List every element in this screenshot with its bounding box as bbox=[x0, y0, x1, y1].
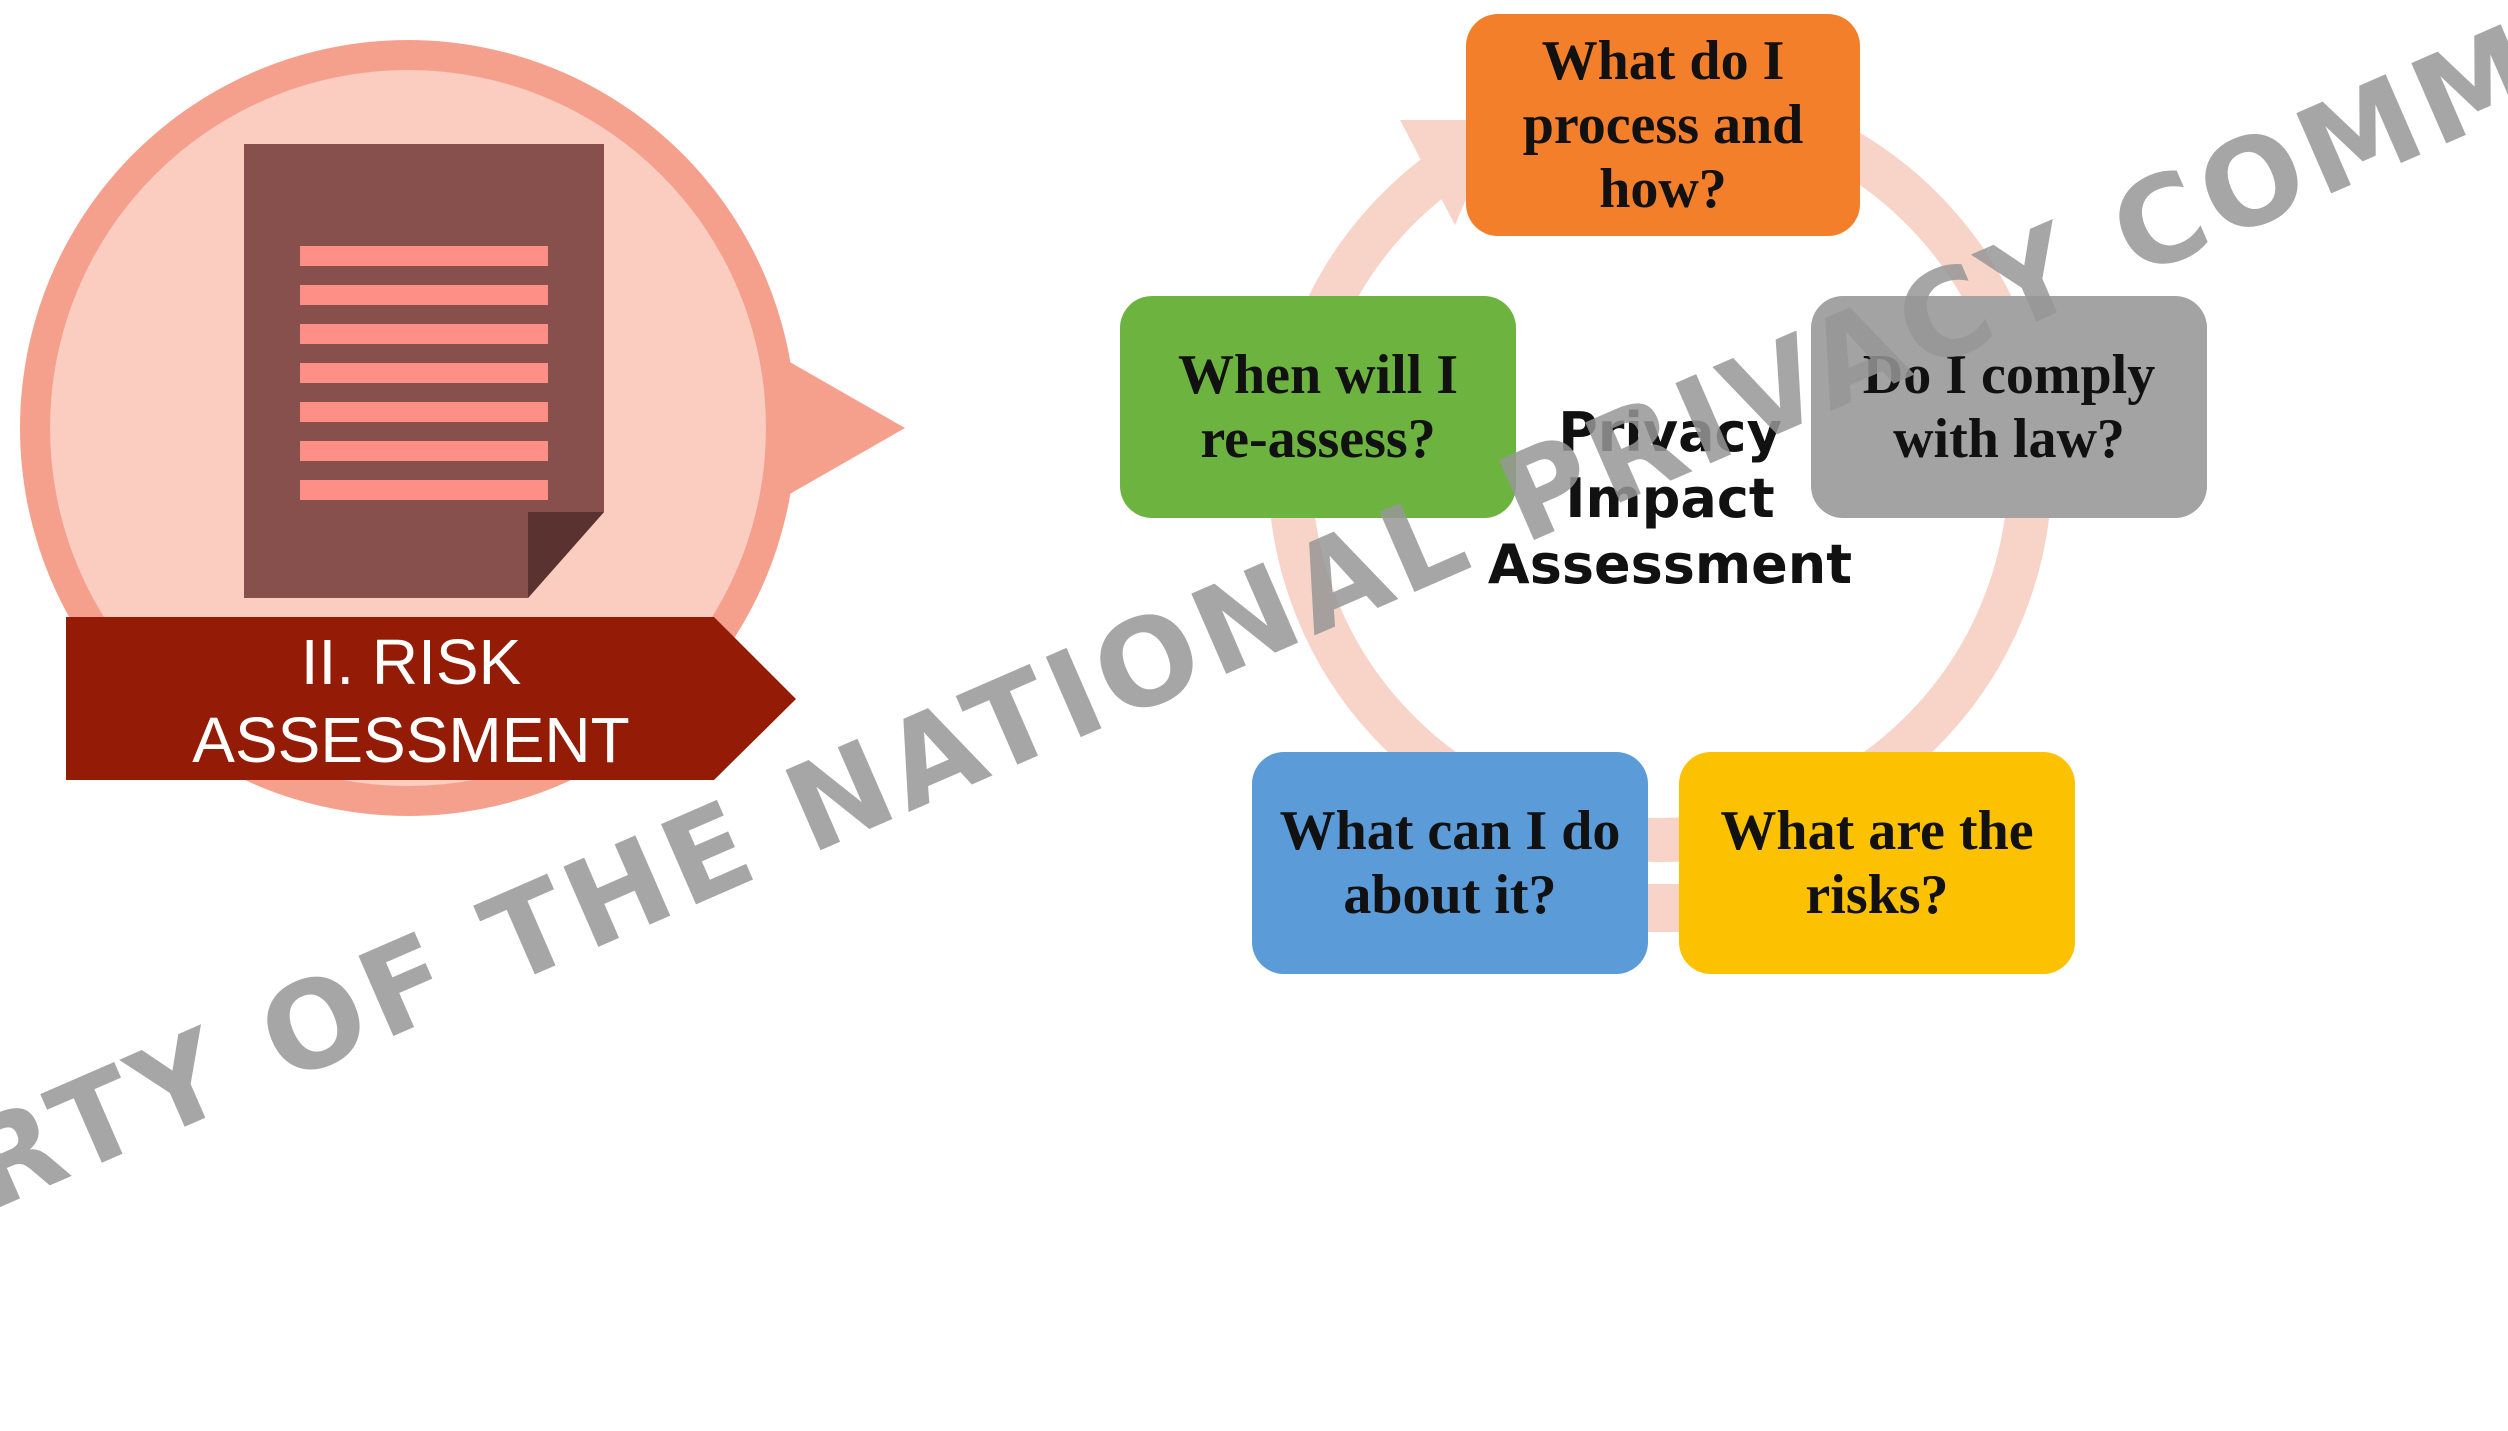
document-icon bbox=[244, 144, 604, 598]
step-action-box: What can I do about it? bbox=[1252, 752, 1648, 974]
step-process-label: What do I process and how? bbox=[1522, 30, 1804, 220]
step-comply-box: Do I comply with law? bbox=[1811, 296, 2207, 518]
banner-ribbon bbox=[66, 617, 796, 780]
risk-assessment-icon bbox=[20, 40, 905, 816]
banner-line-2: ASSESSMENT bbox=[192, 704, 630, 776]
step-process-box: What do I process and how? bbox=[1466, 14, 1860, 236]
cycle-center-title: Privacy Impact Assessment bbox=[1487, 401, 1853, 596]
step-risks-label: What are the risks? bbox=[1720, 800, 2034, 926]
step-risks-box: What are the risks? bbox=[1679, 752, 2075, 974]
bubble-pointer bbox=[760, 345, 905, 511]
step-reassess-box: When will I re-assess? bbox=[1120, 296, 1516, 518]
step-reassess-label: When will I re-assess? bbox=[1177, 344, 1459, 470]
step-comply-label: Do I comply with law? bbox=[1862, 344, 2156, 470]
banner-line-1: II. RISK bbox=[300, 626, 522, 698]
section-banner: II. RISK ASSESSMENT bbox=[66, 622, 756, 780]
step-action-label: What can I do about it? bbox=[1279, 800, 1621, 926]
